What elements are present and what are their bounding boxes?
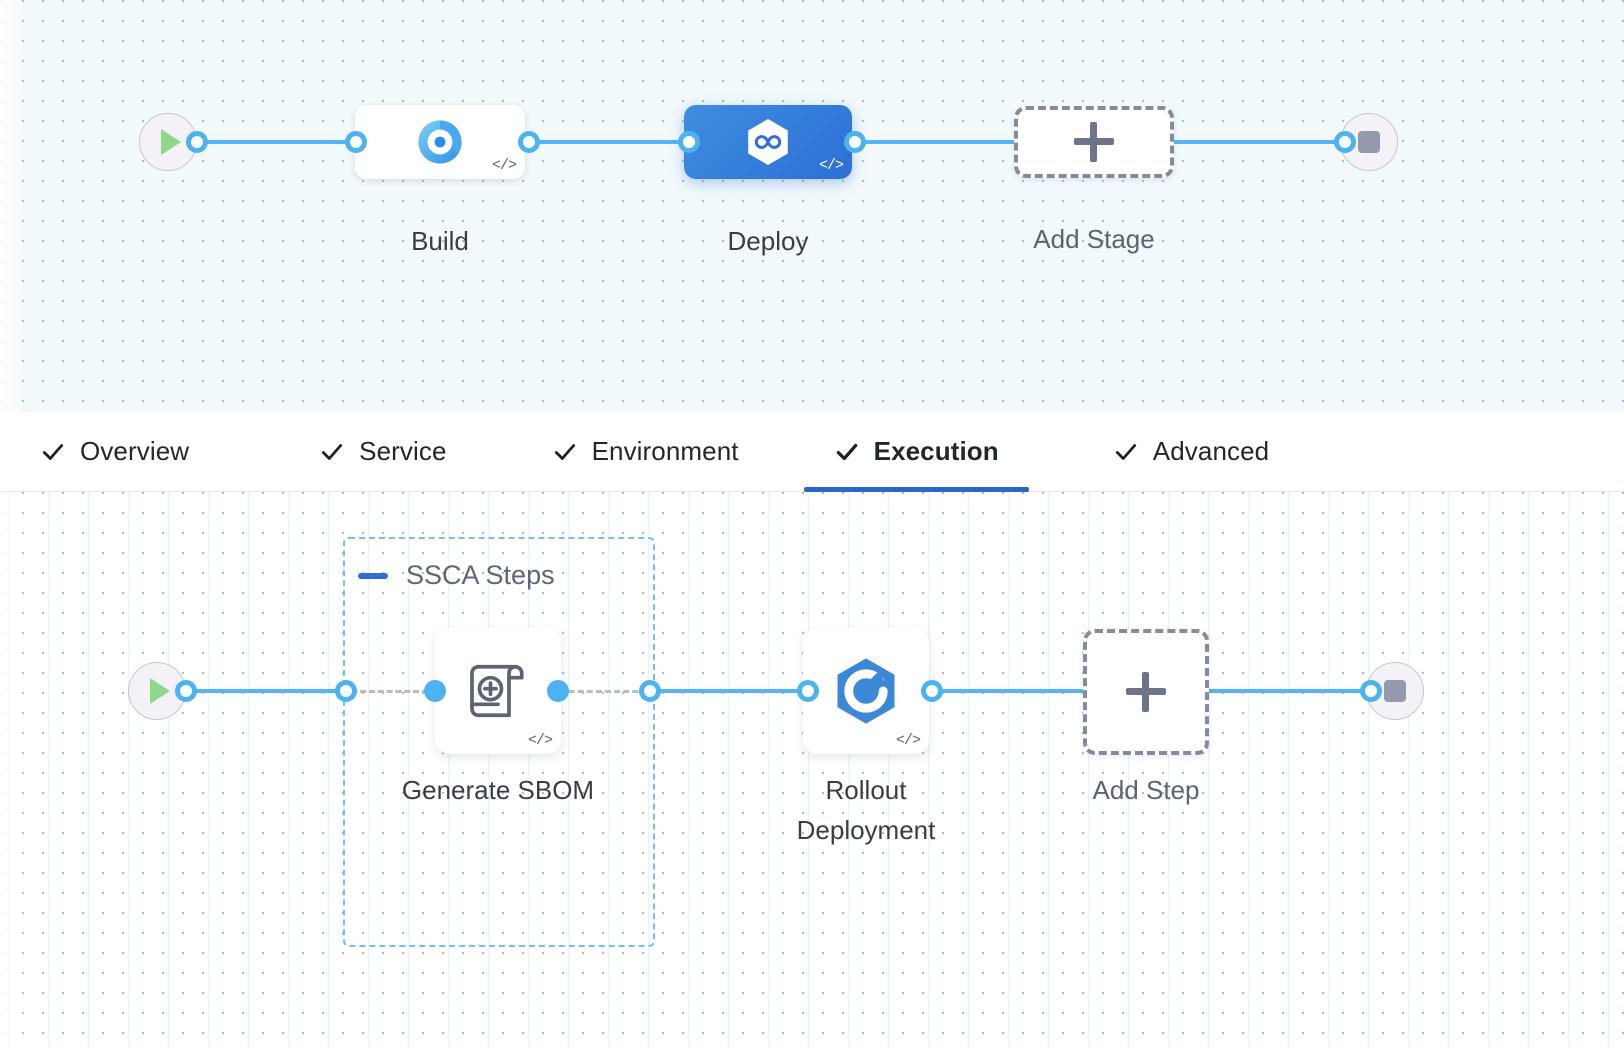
- edge-start-to-group: [185, 689, 350, 693]
- stop-icon: [1384, 680, 1406, 702]
- tab-label-execution: Execution: [873, 436, 999, 466]
- step-label-generate-sbom: Generate SBOM: [401, 775, 595, 805]
- tab-execution[interactable]: Execution: [803, 412, 1029, 492]
- cd-deploy-icon: [748, 119, 788, 165]
- step-flow: SSCA Steps: [0, 492, 1624, 947]
- edge-start-to-build: [196, 140, 360, 144]
- step-card-rollout-deployment[interactable]: </>: [803, 628, 929, 754]
- edge-addstep-to-end: [1208, 689, 1374, 693]
- step-card-generate-sbom[interactable]: </>: [435, 628, 561, 754]
- port-deploy-in[interactable]: [678, 131, 700, 153]
- add-stage-label: Add Stage: [1033, 224, 1155, 254]
- port-end-in[interactable]: [1334, 131, 1356, 153]
- tab-service[interactable]: Service: [315, 412, 450, 492]
- edge-addstage-to-end: [1164, 140, 1352, 144]
- code-badge-deploy: </>: [818, 157, 844, 174]
- port-step-start-out[interactable]: [175, 680, 197, 702]
- check-icon: [322, 443, 343, 460]
- stop-icon: [1358, 131, 1380, 153]
- port-group-in[interactable]: [335, 680, 357, 702]
- port-sbom-out[interactable]: [547, 680, 569, 702]
- add-stage-button[interactable]: [1014, 106, 1174, 178]
- tab-environment[interactable]: Environment: [548, 412, 743, 492]
- edge-group-to-rollout: [650, 689, 814, 693]
- port-sbom-in[interactable]: [424, 680, 446, 702]
- edge-sbom-to-group-out: [558, 690, 653, 693]
- code-badge-rollout-deployment: </>: [895, 732, 921, 749]
- edge-group-in-to-sbom: [350, 690, 442, 693]
- tab-advanced[interactable]: Advanced: [1109, 412, 1273, 492]
- stage-config-tabs[interactable]: Overview Service Environment Execution A…: [0, 412, 1624, 492]
- add-step-button[interactable]: [1083, 629, 1209, 755]
- step-label-rollout-line2: Deployment: [796, 815, 936, 845]
- port-build-in[interactable]: [345, 131, 367, 153]
- port-deploy-out[interactable]: [844, 131, 866, 153]
- port-step-end-in[interactable]: [1360, 680, 1382, 702]
- step-group-title: SSCA Steps: [406, 560, 555, 590]
- stage-label-deploy: Deploy: [727, 226, 809, 256]
- stage-label-build: Build: [411, 226, 469, 256]
- stage-flow: </> Build </> Deploy Add Stage: [0, 0, 1624, 412]
- plus-icon: [1126, 672, 1166, 712]
- execution-steps-canvas[interactable]: SSCA Steps: [0, 492, 1624, 1048]
- check-icon: [42, 443, 64, 460]
- plus-icon: [1074, 122, 1114, 162]
- step-label-rollout-deployment: Rollout Deployment: [746, 770, 986, 850]
- port-group-out[interactable]: [639, 680, 661, 702]
- stage-card-deploy[interactable]: </>: [684, 105, 852, 179]
- port-start-out[interactable]: [186, 131, 208, 153]
- edge-deploy-to-addstage: [846, 140, 1022, 144]
- port-build-out[interactable]: [518, 131, 540, 153]
- rollout-hexagon-icon: [837, 658, 895, 724]
- code-badge-build: </>: [491, 157, 517, 174]
- check-icon: [836, 443, 857, 460]
- step-group-ssca-steps[interactable]: [343, 537, 655, 947]
- play-icon: [150, 678, 170, 704]
- tab-overview[interactable]: Overview: [36, 412, 193, 492]
- port-rollout-in[interactable]: [797, 680, 819, 702]
- check-icon: [554, 443, 575, 460]
- tab-label-overview: Overview: [80, 436, 190, 466]
- pipeline-end-node[interactable]: [1340, 113, 1398, 171]
- step-label-rollout-line1: Rollout: [825, 775, 907, 805]
- tab-label-advanced: Advanced: [1152, 436, 1270, 466]
- sbom-scroll-plus-icon: [470, 664, 524, 718]
- tab-label-service: Service: [359, 436, 447, 466]
- play-icon: [161, 129, 181, 155]
- port-rollout-out[interactable]: [921, 680, 943, 702]
- minus-icon[interactable]: [358, 572, 388, 579]
- check-icon: [1115, 443, 1136, 460]
- tab-label-environment: Environment: [591, 436, 739, 466]
- stage-canvas[interactable]: </> Build </> Deploy Add Stage: [0, 0, 1624, 412]
- ci-build-icon: [418, 120, 462, 164]
- edge-rollout-to-addstep: [926, 689, 1086, 693]
- code-badge-generate-sbom: </>: [527, 732, 553, 749]
- stage-card-build[interactable]: </>: [355, 105, 525, 179]
- add-step-label: Add Step: [1092, 775, 1200, 805]
- step-group-header-ssca-steps[interactable]: SSCA Steps: [358, 560, 555, 591]
- edge-build-to-deploy: [520, 140, 688, 144]
